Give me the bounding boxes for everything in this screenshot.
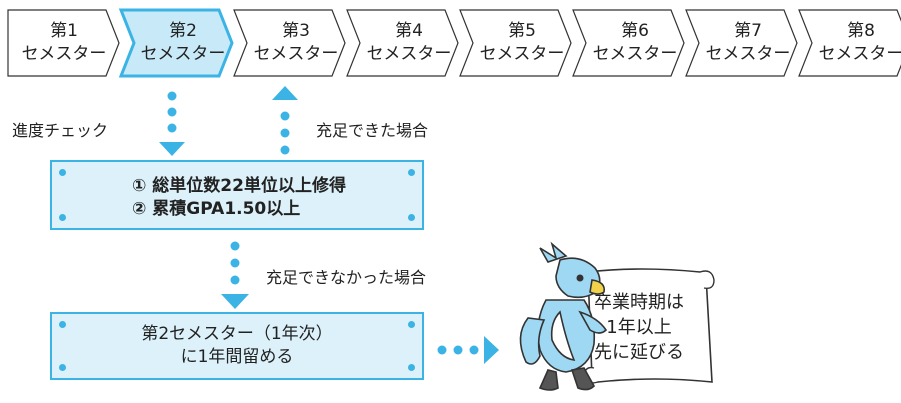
- stage-unit: セメスター: [140, 44, 226, 64]
- corner-dot: [408, 169, 415, 176]
- arrow-dot: [280, 128, 290, 138]
- stage-unit: セメスター: [592, 44, 678, 64]
- result-line-2: に1年間留める: [180, 347, 294, 367]
- corner-dot: [59, 169, 66, 176]
- corner-dot: [408, 321, 415, 328]
- semester-stage-label: 第2 セメスター: [127, 10, 239, 76]
- arrow-dot: [469, 345, 479, 355]
- scroll-sign-text: 卒業時期は 1年以上 先に延びる: [580, 290, 698, 365]
- to-mascot-arrow: [437, 336, 499, 364]
- corner-dot: [59, 321, 66, 328]
- stage-number: 第5: [508, 21, 536, 41]
- arrow-dot: [167, 123, 177, 133]
- stage-unit: セメスター: [253, 44, 339, 64]
- down-arrow-head: [159, 142, 185, 156]
- semester-stage-label: 第8 セメスター: [805, 10, 901, 76]
- sign-line-1: 卒業時期は: [594, 292, 684, 313]
- sign-line-3: 先に延びる: [594, 342, 684, 363]
- eagle-mascot-icon: [519, 241, 608, 391]
- scroll-sign: [583, 268, 715, 384]
- corner-dot: [59, 214, 66, 221]
- semester-stage-shape: [459, 9, 572, 77]
- arrow-dot: [437, 345, 447, 355]
- requirement-gpa: ② 累積GPA1.50以上: [132, 199, 301, 219]
- semester-stage-shape: [572, 9, 685, 77]
- stage-number: 第2: [169, 21, 197, 41]
- stage-unit: セメスター: [705, 44, 791, 64]
- satisfied-label: 充足できた場合: [316, 121, 429, 140]
- requirements-box: ① 総単位数22単位以上修得 ② 累積GPA1.50以上: [50, 160, 424, 230]
- arrow-dot: [230, 275, 240, 285]
- stage-unit: セメスター: [21, 44, 107, 64]
- stage-unit: セメスター: [366, 44, 452, 64]
- semester-stage-label: 第6 セメスター: [579, 10, 691, 76]
- stage-number: 第7: [734, 21, 762, 41]
- right-arrow-head: [484, 336, 499, 364]
- sign-line-2: 1年以上: [606, 317, 672, 338]
- not-satisfied-arrow: [221, 241, 249, 309]
- semester-stage-shape: [7, 9, 120, 77]
- stage-unit: セメスター: [818, 44, 901, 64]
- corner-dot: [59, 364, 66, 371]
- progress-check-arrow: [159, 91, 185, 156]
- up-arrow-head: [272, 86, 298, 100]
- arrow-dot: [167, 107, 177, 117]
- semester-stage-label: 第4 セメスター: [353, 10, 465, 76]
- satisfied-return-arrow: [272, 86, 298, 155]
- arrow-dot: [167, 91, 177, 101]
- arrow-dot: [230, 241, 240, 251]
- semester-stage-label: 第3 セメスター: [240, 10, 352, 76]
- semester-stage-shape: [233, 9, 346, 77]
- stage-number: 第1: [50, 21, 78, 41]
- arrow-dot: [280, 111, 290, 121]
- not-satisfied-label: 充足できなかった場合: [266, 268, 427, 287]
- arrow-dot: [453, 345, 463, 355]
- arrow-dot: [280, 145, 290, 155]
- semester-stage-label: 第5 セメスター: [466, 10, 578, 76]
- semester-stage-label: 第1 セメスター: [8, 10, 120, 76]
- requirement-credits: ① 総単位数22単位以上修得: [132, 176, 346, 196]
- arrow-dot: [230, 258, 240, 268]
- stage-number: 第4: [395, 21, 423, 41]
- corner-dot: [408, 214, 415, 221]
- semester-stage-shape: [685, 9, 798, 77]
- stage-number: 第3: [282, 21, 310, 41]
- semester-stage-shape: [346, 9, 459, 77]
- stage-number: 第8: [847, 21, 875, 41]
- semester-stage-shape: [798, 9, 901, 77]
- stage-unit: セメスター: [479, 44, 565, 64]
- down-arrow-head: [221, 294, 249, 309]
- result-line-1: 第2セメスター（1年次）: [141, 324, 333, 344]
- stage-number: 第6: [621, 21, 649, 41]
- corner-dot: [408, 364, 415, 371]
- semester-stage-shape: [118, 8, 234, 78]
- progress-check-label: 進度チェック: [12, 121, 109, 140]
- retention-result-box: 第2セメスター（1年次） に1年間留める: [50, 312, 424, 380]
- semester-stage-label: 第7 セメスター: [692, 10, 804, 76]
